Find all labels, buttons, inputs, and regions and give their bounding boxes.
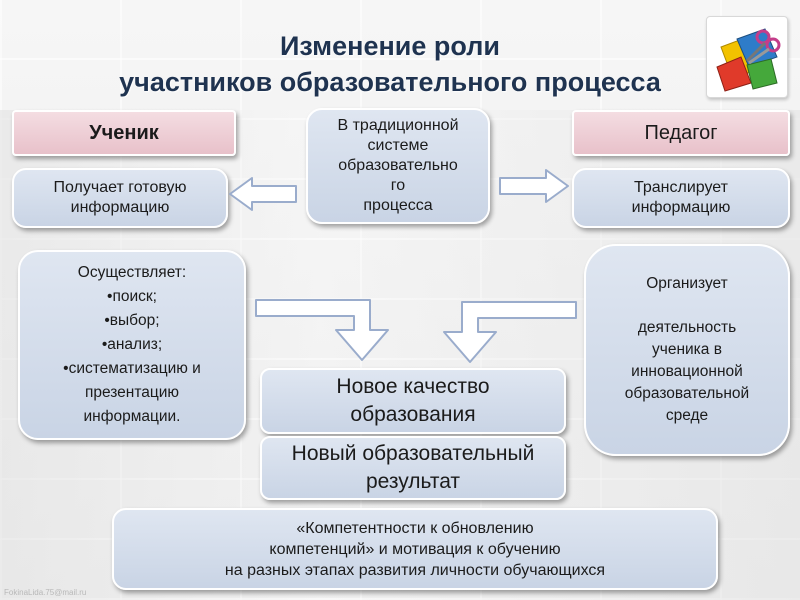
student-activities-text: Осуществляет: •поиск; •выбор; •анализ; •… <box>63 264 201 425</box>
new-quality-box: Новое качество образования <box>260 368 566 434</box>
student-receives-box: Получает готовую информацию <box>12 168 228 228</box>
new-result-box: Новый образовательный результат <box>260 436 566 500</box>
student-header: Ученик <box>12 110 236 156</box>
footer-email: FokinaLida.75@mail.ru <box>4 588 87 597</box>
new-quality-text: Новое качество образования <box>336 375 490 426</box>
title-line-1: Изменение роли <box>280 31 500 61</box>
down-right-bent-arrow-icon <box>255 299 389 361</box>
new-result-text: Новый образовательный результат <box>291 442 535 493</box>
teacher-transmits-box: Транслирует информацию <box>572 168 790 228</box>
competence-box: «Компетентности к обновлению компетенций… <box>112 508 718 590</box>
student-receives-text: Получает готовую информацию <box>53 179 187 216</box>
title-line-2: участников образовательного процесса <box>119 67 661 97</box>
teacher-organizes-text: Организует деятельность ученика в иннова… <box>624 275 750 424</box>
competence-text: «Компетентности к обновлению компетенций… <box>224 519 606 579</box>
student-header-label: Ученик <box>89 121 159 144</box>
teacher-transmits-text: Транслирует информацию <box>631 179 731 216</box>
student-activities-box: Осуществляет: •поиск; •выбор; •анализ; •… <box>18 250 246 440</box>
traditional-system-text: В традиционной системе образовательно го… <box>337 117 459 214</box>
left-arrow-icon <box>229 177 297 211</box>
page-title: Изменение роли участников образовательно… <box>40 28 740 100</box>
right-arrow-icon <box>499 169 569 203</box>
teacher-organizes-box: Организует деятельность ученика в иннова… <box>584 244 790 456</box>
paper-scissors-logo-icon <box>706 16 788 98</box>
teacher-header: Педагог <box>572 110 790 156</box>
teacher-header-label: Педагог <box>644 121 718 144</box>
traditional-system-box: В традиционной системе образовательно го… <box>306 108 490 224</box>
down-left-bent-arrow-icon <box>443 301 577 363</box>
